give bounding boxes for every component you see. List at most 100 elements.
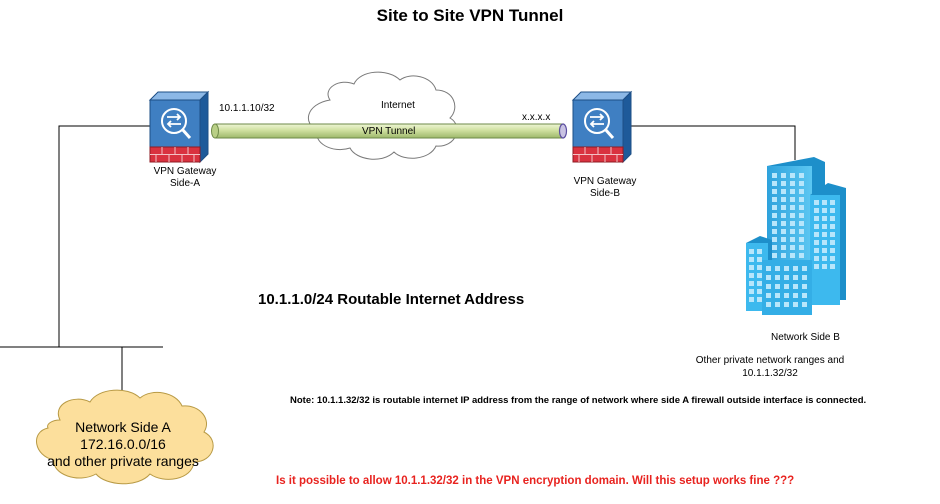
network-b-link	[628, 125, 796, 160]
building-window	[790, 189, 795, 194]
building-window	[775, 284, 780, 289]
building-window	[822, 208, 827, 213]
building-icon	[746, 157, 846, 315]
building-window	[830, 200, 835, 205]
building-window	[784, 266, 789, 271]
building-window	[781, 213, 786, 218]
building-window	[799, 245, 804, 250]
building-window	[775, 302, 780, 307]
building-window	[799, 173, 804, 178]
building-window	[822, 256, 827, 261]
building-window	[830, 264, 835, 269]
building-window	[775, 275, 780, 280]
building-window	[793, 302, 798, 307]
building-window	[784, 275, 789, 280]
building-window	[799, 197, 804, 202]
building-window	[781, 173, 786, 178]
building-window	[749, 297, 754, 302]
building-window	[775, 293, 780, 298]
building-window	[772, 189, 777, 194]
building-window	[799, 221, 804, 226]
building-window	[814, 256, 819, 261]
building-window	[772, 253, 777, 258]
building-window	[799, 189, 804, 194]
building-window	[784, 293, 789, 298]
building-window	[802, 302, 807, 307]
building-window	[814, 240, 819, 245]
building-window	[822, 264, 827, 269]
building-window	[766, 266, 771, 271]
building-window	[814, 200, 819, 205]
network-b-desc-line2: 10.1.1.32/32	[742, 368, 798, 379]
routable-address-heading: 10.1.1.0/24 Routable Internet Address	[258, 291, 525, 308]
building-window	[822, 240, 827, 245]
building-window	[790, 197, 795, 202]
building-window	[790, 181, 795, 186]
building-window	[822, 248, 827, 253]
building-window	[793, 293, 798, 298]
building-window	[749, 289, 754, 294]
building-window	[793, 266, 798, 271]
building-window	[784, 284, 789, 289]
diagram-title: Site to Site VPN Tunnel	[376, 6, 564, 25]
building-window	[802, 275, 807, 280]
building-window	[830, 224, 835, 229]
building-window	[814, 248, 819, 253]
building-window	[757, 265, 762, 270]
building-window	[822, 224, 827, 229]
building-window	[766, 284, 771, 289]
building-window	[772, 173, 777, 178]
building-window	[790, 237, 795, 242]
building-window	[757, 273, 762, 278]
building-window	[772, 229, 777, 234]
building-window	[814, 224, 819, 229]
gateway-b-label-line1: VPN Gateway	[573, 176, 637, 187]
building-window	[772, 221, 777, 226]
building-window	[766, 293, 771, 298]
building-window	[799, 237, 804, 242]
gateway-a-ip: 10.1.1.10/32	[219, 103, 275, 114]
building-window	[830, 248, 835, 253]
building-window	[749, 257, 754, 262]
building-window	[772, 213, 777, 218]
building-window	[802, 293, 807, 298]
gateway-b-ip: x.x.x.x	[522, 112, 551, 123]
network-a-line3: and other private ranges	[47, 453, 199, 469]
building-window	[822, 200, 827, 205]
building-window	[814, 264, 819, 269]
building-window	[802, 284, 807, 289]
building-window	[772, 237, 777, 242]
building-window	[757, 297, 762, 302]
gateway-a-label-line2: Side-A	[169, 178, 200, 189]
building-window	[793, 275, 798, 280]
building-window	[772, 181, 777, 186]
building-window	[814, 216, 819, 221]
question-text: Is it possible to allow 10.1.1.32/32 in …	[276, 475, 795, 487]
building-window	[757, 289, 762, 294]
building-window	[830, 232, 835, 237]
building-window	[749, 273, 754, 278]
building-window	[772, 245, 777, 250]
building-window	[781, 189, 786, 194]
building-window	[749, 249, 754, 254]
building-window	[790, 221, 795, 226]
building-window	[790, 213, 795, 218]
building-window	[822, 232, 827, 237]
building-window	[830, 208, 835, 213]
gateway-a-label-line1: VPN Gateway	[153, 166, 217, 177]
building-window	[802, 266, 807, 271]
building-window	[772, 205, 777, 210]
building-window	[830, 240, 835, 245]
building-window	[830, 216, 835, 221]
building-window	[814, 208, 819, 213]
vpn-tunnel	[211, 123, 568, 139]
building-window	[775, 266, 780, 271]
building-window	[814, 232, 819, 237]
building-window	[790, 253, 795, 258]
building-window	[799, 213, 804, 218]
building-window	[781, 245, 786, 250]
network-b-desc-line1: Other private network ranges and	[695, 355, 845, 366]
building-window	[790, 229, 795, 234]
building-window	[781, 197, 786, 202]
